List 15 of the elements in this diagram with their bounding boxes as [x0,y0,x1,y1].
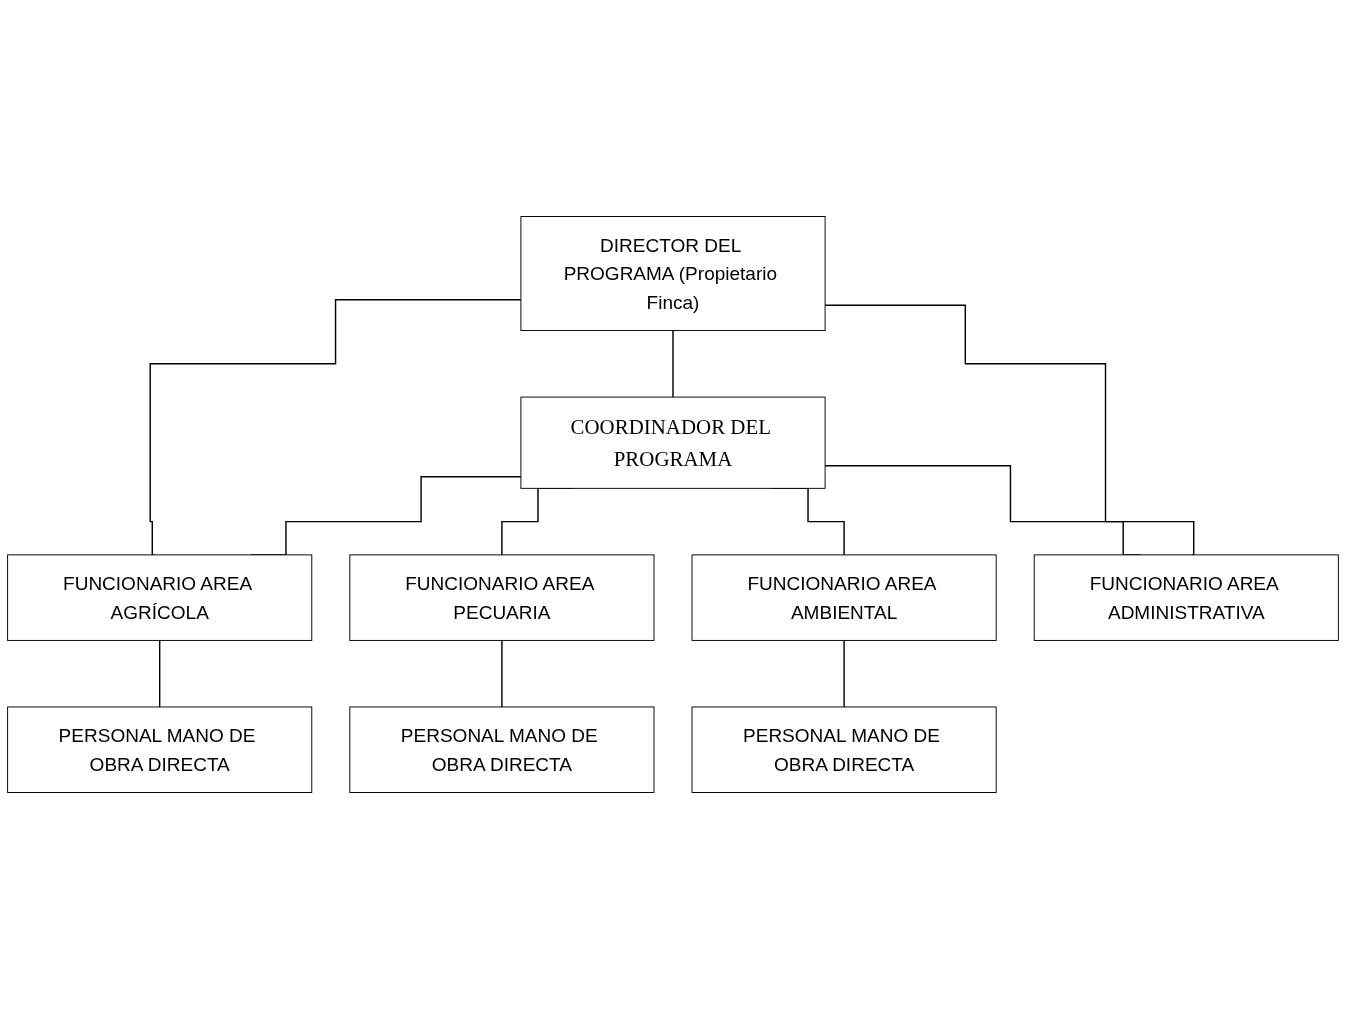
connector [149,299,522,556]
node-box: PERSONAL MANO DE OBRA DIRECTA [7,706,313,793]
node-box: FUNCIONARIO AREA ADMINISTRATIVA [1033,554,1339,641]
connector [158,639,161,708]
node-box: COORDINADOR DEL PROGRAMA [520,396,826,489]
node-box: PERSONAL MANO DE OBRA DIRECTA [691,706,997,793]
connector [843,639,845,708]
connector [824,464,1195,556]
node-box: DIRECTOR DEL PROGRAMA (Propietario Finca) [520,216,826,332]
node-box: PERSONAL MANO DE OBRA DIRECTA [349,706,655,793]
node-box: FUNCIONARIO AREA AMBIENTAL [691,554,997,641]
connector [501,639,503,708]
connector [672,329,674,398]
node-box: FUNCIONARIO AREA PECUARIA [349,554,655,641]
node-box: FUNCIONARIO AREA AGRÍCOLA [7,554,313,641]
